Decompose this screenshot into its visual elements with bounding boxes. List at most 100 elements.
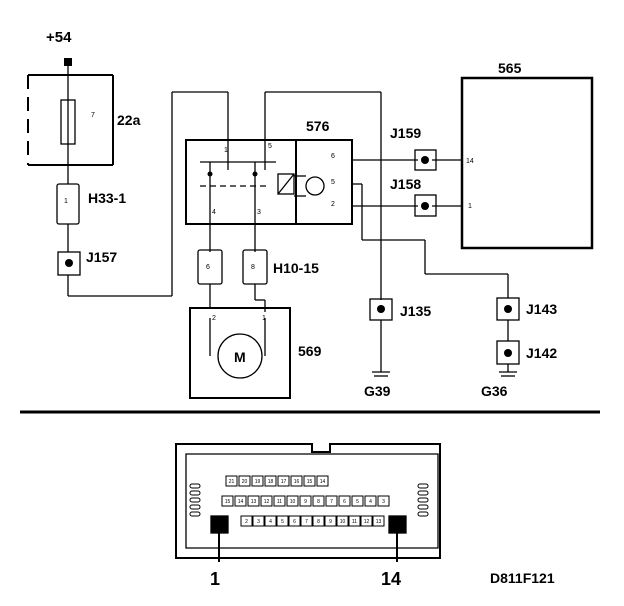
connector-pin-number: 21 <box>229 479 235 485</box>
ecu-ref: 565 <box>498 60 522 76</box>
diagram-id: D811F121 <box>490 570 555 586</box>
connector-pin-number: 13 <box>251 499 257 505</box>
motor-symbol: M <box>234 349 246 365</box>
connector-pin-number: 14 <box>238 499 244 505</box>
connector-pin-cell <box>238 475 251 487</box>
connector-pin-number: 6 <box>343 499 346 505</box>
connector-pin-cell <box>221 495 234 507</box>
ecu-pin-1: 1 <box>468 203 472 210</box>
connector-pin-cell <box>312 495 325 507</box>
connector-pin-number: 15 <box>225 499 231 505</box>
connector-pin-number: 18 <box>268 479 274 485</box>
connector-pin-cell <box>316 475 329 487</box>
connector-pin-number: 12 <box>264 499 270 505</box>
relay-pin-5b: 5 <box>331 179 335 186</box>
motor-ref: 569 <box>298 343 322 359</box>
connector-pin-cell <box>234 495 247 507</box>
j135-label: J135 <box>400 303 431 319</box>
connector-rib <box>417 490 429 496</box>
fuse-number: 7 <box>91 112 95 119</box>
connector-pin-number: 13 <box>376 519 382 525</box>
h33-label: H33-1 <box>88 190 126 206</box>
h10-pin-left: 6 <box>206 264 210 271</box>
connector-pin-number: 5 <box>356 499 359 505</box>
connector-pin-cell <box>351 495 364 507</box>
connector-rib <box>417 483 429 489</box>
relay-pin-2: 2 <box>331 201 335 208</box>
g39-label: G39 <box>364 383 391 399</box>
connector-pin-cell <box>360 515 373 527</box>
j142-label: J142 <box>526 345 557 361</box>
connector-pin-cell <box>247 495 260 507</box>
connector-pin-number: 9 <box>304 499 307 505</box>
connector-pin-number: 4 <box>369 499 372 505</box>
connector-pin-1-label: 1 <box>210 569 220 589</box>
relay-pin-4: 4 <box>212 209 216 216</box>
connector-pin-cell <box>324 515 337 527</box>
relay-pin-6: 6 <box>331 153 335 160</box>
connector-pin-number: 8 <box>317 499 320 505</box>
connector-rib <box>189 490 201 496</box>
connector-pin-cell <box>372 515 385 527</box>
h10-label: H10-15 <box>273 260 319 276</box>
connector-pin-number: 20 <box>242 479 248 485</box>
g36-label: G36 <box>481 383 508 399</box>
connector-pin-number: 3 <box>257 519 260 525</box>
connector-pin-cell <box>273 495 286 507</box>
j159-label: J159 <box>390 125 421 141</box>
connector-pin-number: 9 <box>329 519 332 525</box>
connector-rib <box>189 511 201 517</box>
connector-pin-number: 15 <box>307 479 313 485</box>
connector-pin-number: 17 <box>281 479 287 485</box>
connector-pin-number: 19 <box>255 479 261 485</box>
connector-pin-cell <box>276 515 289 527</box>
relay-ref: 576 <box>306 118 330 134</box>
connector-pin-cell <box>286 495 299 507</box>
connector-pin-number: 11 <box>277 499 282 505</box>
supply-label: +54 <box>46 29 72 46</box>
connector-rib <box>189 497 201 503</box>
j157-label: J157 <box>86 249 117 265</box>
relay-pin-3: 3 <box>257 209 261 216</box>
connector-pin-number: 11 <box>352 519 357 525</box>
connector-pin-cell <box>325 495 338 507</box>
connector-pin-cell <box>303 475 316 487</box>
connector-pin-cell <box>251 475 264 487</box>
connector-pin-cell <box>290 475 303 487</box>
ecu-pin-14: 14 <box>466 158 474 165</box>
connector-rib <box>189 483 201 489</box>
connector-pin-number: 12 <box>364 519 370 525</box>
connector-rib <box>417 511 429 517</box>
h33-pin: 1 <box>64 198 68 205</box>
relay-pin-1: 1 <box>224 147 228 154</box>
connector-pin-cell <box>336 515 349 527</box>
connector-pin-number: 14 <box>320 479 326 485</box>
connector-pin-number: 8 <box>317 519 320 525</box>
connector-pin-number: 16 <box>294 479 300 485</box>
j143-label: J143 <box>526 301 557 317</box>
connector-pin-cell <box>260 495 273 507</box>
connector-pin-cell <box>300 515 313 527</box>
connector-pin-cell <box>264 475 277 487</box>
connector-pin-cell <box>288 515 301 527</box>
connector-pin-number: 5 <box>281 519 284 525</box>
connector-pin-number: 3 <box>382 499 385 505</box>
connector-pin-cell <box>348 515 361 527</box>
connector-pin-number: 10 <box>290 499 296 505</box>
connector-rib <box>189 504 201 510</box>
fuse-ref: 22a <box>117 112 141 128</box>
j158-label: J158 <box>390 176 421 192</box>
connector-pin-cell <box>312 515 325 527</box>
connector-pin-number: 6 <box>293 519 296 525</box>
connector-pin-number: 7 <box>305 519 308 525</box>
connector-pin-number: 10 <box>340 519 346 525</box>
connector-pin-14-label: 14 <box>381 569 401 589</box>
connector-rib <box>417 497 429 503</box>
connector-rib <box>417 504 429 510</box>
connector-pin-cell <box>377 495 390 507</box>
connector-pin-cell <box>299 495 312 507</box>
relay-pin-5: 5 <box>268 143 272 150</box>
motor-pin-2: 2 <box>212 315 216 322</box>
connector-pin-number: 2 <box>245 519 248 525</box>
connector-pin-number: 4 <box>269 519 272 525</box>
